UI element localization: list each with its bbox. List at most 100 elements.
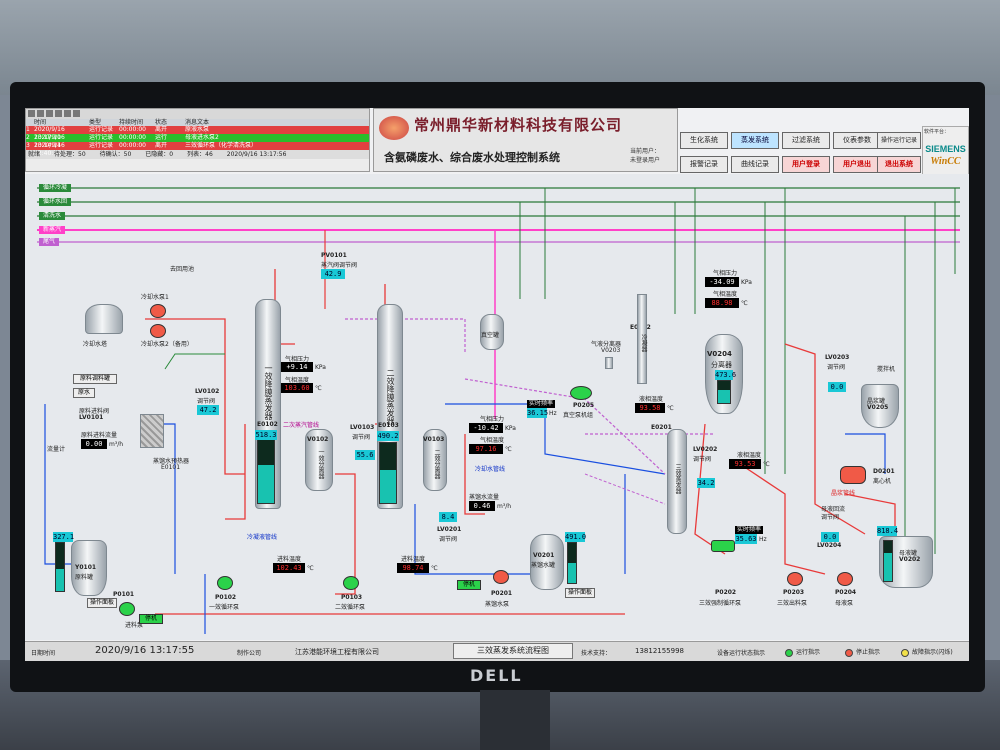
dist-flow-unit: m³/h	[497, 503, 512, 510]
logout-button[interactable]: 用户退出	[833, 156, 881, 173]
lv0203-value[interactable]: 0.0	[828, 382, 846, 392]
lv0203-tag: LV0203	[825, 354, 850, 361]
v0201-level-value[interactable]: 491.0	[565, 532, 587, 542]
alarm-row[interactable]: 2 2020/9/16 13:14:14 运行记录 00:00:00 运行 母液…	[26, 134, 369, 149]
preheater[interactable]	[140, 414, 164, 448]
toolbar-icon[interactable]	[73, 110, 80, 117]
raw-water-label[interactable]: 原水	[73, 388, 95, 398]
exit-button[interactable]: 退出系统	[877, 156, 921, 173]
monitor-logo: DELL	[470, 666, 523, 685]
dist-flow-value[interactable]: 0.46	[469, 501, 495, 511]
p0101-stop-button[interactable]: 停机	[139, 614, 163, 624]
nav-bio-button[interactable]: 生化系统	[680, 132, 728, 149]
raw-flow-value[interactable]: 0.00	[81, 439, 107, 449]
raw-box-label[interactable]: 原料调料罐	[73, 374, 117, 384]
liq-temp1-unit: ℃	[667, 405, 674, 412]
v0204-tag: V0204	[707, 350, 732, 358]
e0102-level-value[interactable]: 518.3	[255, 430, 277, 440]
p0205-value[interactable]: 36.15	[527, 408, 549, 418]
e0102-level	[257, 439, 275, 504]
green-dot-icon	[785, 648, 793, 657]
e0102-name: 一效降膜蒸发器	[264, 364, 273, 420]
toolbar-icon[interactable]	[64, 110, 71, 117]
temp3-value[interactable]: 88.98	[705, 298, 739, 308]
cooling-pump-1[interactable]	[150, 304, 166, 318]
vacuum-tank[interactable]	[480, 314, 504, 350]
evaporator-e0201[interactable]	[667, 429, 687, 534]
cooling-pump-2[interactable]	[150, 324, 166, 338]
lv0103-value[interactable]: 55.6	[355, 450, 375, 460]
temp2-value[interactable]: 97.16	[469, 444, 503, 454]
alarm-row[interactable]: 3 2020/9/16 12:40:11 运行记录 00:00:00 离开 三效…	[26, 142, 369, 157]
circ-pump-p0102[interactable]	[217, 576, 233, 590]
v0202-level-value[interactable]: 818.4	[877, 526, 899, 536]
lv0203-valve[interactable]	[830, 372, 840, 380]
toolbar-icon[interactable]	[28, 110, 35, 117]
lv0204-valve[interactable]	[825, 522, 835, 530]
hmi-screen: 时间 类型 持续时间 状态 消息文本 1 2020/9/16 13:17:10 …	[25, 108, 969, 661]
nav-filter-button[interactable]: 过滤系统	[782, 132, 830, 149]
alarm-confirm: 待确认：50	[99, 151, 132, 158]
line-label: 二次蒸汽管线	[283, 422, 320, 429]
distilled-tank-v0201[interactable]	[530, 534, 564, 590]
p0202-value[interactable]: 35.63	[735, 534, 757, 544]
condenser-e0202[interactable]	[637, 294, 647, 384]
nav-oplog-button[interactable]: 操作运行记录	[877, 132, 921, 149]
lv0202-value[interactable]: 34.2	[697, 478, 715, 488]
separator-v0102[interactable]	[305, 429, 333, 491]
v0201-name: 蒸馏水罐	[531, 562, 556, 569]
centrifuge-d0201[interactable]	[840, 466, 866, 484]
temp-out2-value[interactable]: 98.74	[397, 563, 429, 573]
lv0101-valve[interactable]	[67, 411, 77, 419]
temp3-label: 气相温度	[713, 291, 738, 298]
alarm-cell: 运行记录	[89, 134, 114, 141]
toolbar-icon[interactable]	[46, 110, 53, 117]
vacuum-pump-p0205[interactable]	[570, 386, 592, 400]
v0205-tag: V0205	[867, 404, 889, 411]
e0103-level-value[interactable]: 490.2	[377, 431, 399, 441]
gasliq-separator[interactable]	[605, 357, 613, 369]
mother-pump-p0204[interactable]	[837, 572, 853, 586]
circ-pump-p0202[interactable]	[711, 540, 735, 552]
alarm-cell: 离开	[155, 142, 168, 149]
p0102-tag: P0102	[215, 594, 237, 601]
press3-value[interactable]: -34.09	[705, 277, 739, 287]
nav-params-button[interactable]: 仪表参数	[833, 132, 881, 149]
lv0201-value[interactable]: 8.4	[439, 512, 457, 522]
distilled-pump-p0201[interactable]	[493, 570, 509, 584]
press2-value[interactable]: -10.42	[469, 423, 503, 433]
nav-evap-button[interactable]: 蒸发系统	[731, 132, 779, 149]
login-button[interactable]: 用户登录	[782, 156, 830, 173]
vendor-badge: 软件平台： SIEMENS WinCC	[922, 126, 969, 180]
temp2-label: 气相温度	[480, 437, 505, 444]
alarm-row[interactable]: 1 2020/9/16 13:17:10 运行记录 00:00:00 离开 原液…	[26, 126, 369, 141]
raw-tank-y0101[interactable]	[71, 540, 107, 596]
crystal-tank-v0205[interactable]	[861, 384, 899, 428]
v0204-level-value[interactable]: 473.6	[715, 370, 737, 380]
lv0204-value[interactable]: 0.0	[821, 532, 839, 542]
temp1-value[interactable]: 103.60	[281, 383, 313, 393]
y0101-tag: Y0101	[75, 564, 97, 571]
toolbar-icon[interactable]	[37, 110, 44, 117]
y0101-level-value[interactable]: 327.1	[53, 532, 75, 542]
y0101-op-button[interactable]: 操作面板	[87, 598, 118, 608]
lv0102-value[interactable]: 47.2	[197, 405, 219, 415]
liq-temp1-value[interactable]: 93.58	[635, 403, 665, 413]
pv0101-value[interactable]: 42.9	[321, 269, 345, 279]
user-label: 当前用户：	[630, 148, 661, 155]
circ-pump-p0103[interactable]	[343, 576, 359, 590]
v0201-op-button[interactable]: 操作面板	[565, 588, 596, 598]
stop-indicator: 停止指示	[845, 647, 880, 657]
separator-v0103[interactable]	[423, 429, 447, 491]
feed-pump-p0101[interactable]	[119, 602, 135, 616]
cooling-tower[interactable]	[85, 304, 123, 334]
nav-trend-button[interactable]: 曲线记录	[731, 156, 779, 173]
temp-out1-value[interactable]: 102.43	[273, 563, 305, 573]
press1-value[interactable]: +9.14	[281, 362, 313, 372]
liq-temp2-value[interactable]: 93.53	[729, 459, 761, 469]
discharge-pump-p0203[interactable]	[787, 572, 803, 586]
p0201-stop-button[interactable]: 停机	[457, 580, 481, 590]
toolbar-icon[interactable]	[55, 110, 62, 117]
line-label: 晶浆管线	[831, 490, 856, 497]
nav-alarmlog-button[interactable]: 报警记录	[680, 156, 728, 173]
